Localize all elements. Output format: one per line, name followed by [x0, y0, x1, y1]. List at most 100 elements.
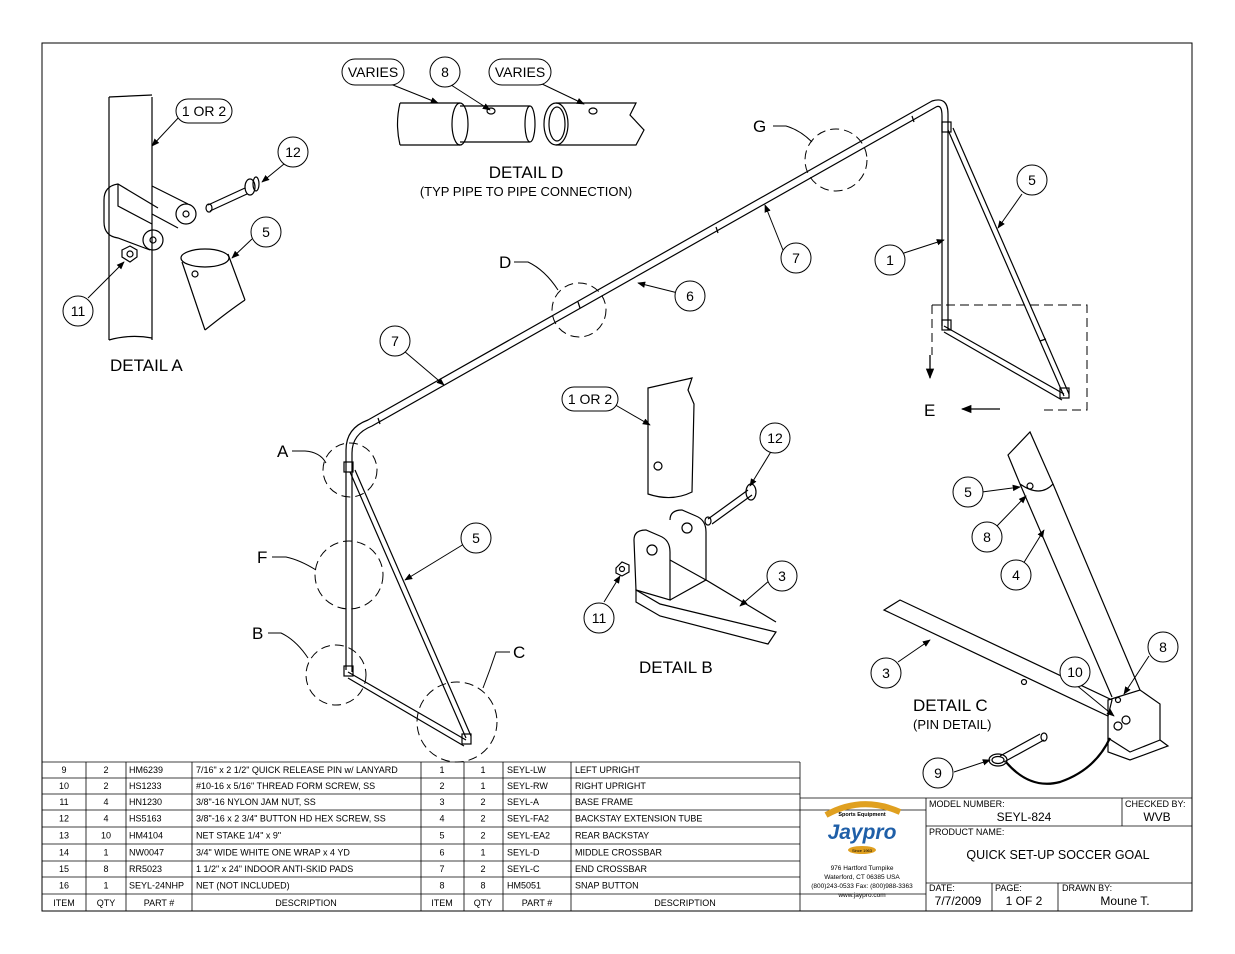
part-item-left: 10 — [59, 781, 69, 791]
part-qty-right: 2 — [480, 831, 485, 841]
part-description-right: RIGHT UPRIGHT — [575, 781, 646, 791]
view-letter-d: D — [499, 253, 511, 272]
part-item-right: 6 — [439, 848, 444, 858]
part-qty-right: 8 — [480, 881, 485, 891]
view-circle-f — [314, 540, 384, 610]
model-number-label: MODEL NUMBER: — [929, 799, 1005, 809]
view-box-e — [931, 304, 1088, 411]
callout-3-b: 3 — [778, 568, 786, 584]
detail-d-drawing — [396, 102, 645, 146]
part-item-left: 13 — [59, 831, 69, 841]
part-part-left: HM4104 — [129, 831, 163, 841]
callout-8-c: 8 — [983, 529, 991, 545]
checked-by-value: WVB — [1143, 810, 1170, 824]
product-name-label: PRODUCT NAME: — [929, 827, 1004, 837]
view-letter-c: C — [513, 643, 525, 662]
callout-1-or-2-a: 1 OR 2 — [182, 103, 227, 119]
part-qty-left: 4 — [103, 797, 108, 807]
right-base-frame — [943, 325, 1065, 395]
part-item-right: 3 — [439, 797, 444, 807]
detail-d-title: DETAIL D — [489, 163, 564, 182]
part-part-right: SEYL-FA2 — [507, 814, 549, 824]
part-part-left: NW0047 — [129, 848, 164, 858]
callout-12-a: 12 — [285, 144, 301, 160]
address-line-2: Waterford, CT 06385 USA — [824, 874, 900, 881]
part-item-right: 8 — [439, 881, 444, 891]
part-item-left: 15 — [59, 864, 69, 874]
part-part-left: HS1233 — [129, 781, 162, 791]
part-description-right: MIDDLE CROSSBAR — [575, 848, 663, 858]
detail-c-title: DETAIL C — [913, 696, 988, 715]
callout-6-main: 6 — [686, 288, 694, 304]
product-name-value: QUICK SET-UP SOCCER GOAL — [966, 848, 1149, 862]
detail-b-drawing — [615, 377, 777, 645]
part-part-left: HS5163 — [129, 814, 162, 824]
callout-leaders — [87, 82, 1150, 773]
callout-1-main: 1 — [886, 252, 894, 268]
part-description-left: 3/8"-16 x 2 3/4" BUTTON HD HEX SCREW, SS — [196, 814, 386, 824]
callout-11-a: 11 — [71, 303, 86, 319]
view-circle-d — [551, 282, 607, 338]
callout-varies-left: VARIES — [348, 64, 398, 80]
part-item-left: 16 — [59, 881, 69, 891]
left-base-frame — [347, 671, 467, 741]
view-letter-e: E — [924, 401, 935, 420]
part-description-left: #10-16 x 5/16" THREAD FORM SCREW, SS — [196, 781, 375, 791]
detail-c-subtitle: (PIN DETAIL) — [913, 717, 992, 732]
checked-by-label: CHECKED BY: — [1125, 799, 1186, 809]
logo-arc-text: Sports Equipment — [838, 812, 886, 818]
header-item-left: ITEM — [53, 898, 75, 908]
header-part-right: PART # — [522, 898, 553, 908]
right-backstay — [947, 129, 1065, 397]
part-description-left: 1 1/2" x 24" INDOOR ANTI-SKID PADS — [196, 864, 353, 874]
address-line-1: 976 Hartford Turnpike — [831, 865, 894, 872]
left-backstay — [349, 471, 467, 739]
callout-7-right: 7 — [792, 250, 800, 266]
part-item-left: 14 — [59, 848, 69, 858]
part-qty-left: 2 — [103, 765, 108, 775]
view-letter-g: G — [753, 117, 766, 136]
detail-d-subtitle: (TYP PIPE TO PIPE CONNECTION) — [420, 184, 632, 199]
part-part-right: SEYL-LW — [507, 765, 546, 775]
part-qty-right: 1 — [480, 848, 485, 858]
part-part-right: SEYL-A — [507, 797, 539, 807]
detail-c-drawing — [882, 430, 1170, 785]
header-part-left: PART # — [144, 898, 175, 908]
callout-5-c: 5 — [964, 484, 972, 500]
callout-varies-right: VARIES — [495, 64, 545, 80]
view-circle-c — [416, 681, 498, 763]
detail-b-title: DETAIL B — [639, 658, 713, 677]
drawn-by-value: Moune T. — [1100, 894, 1149, 908]
company-address: 976 Hartford Turnpike Waterford, CT 0638… — [811, 865, 913, 899]
detail-a-title: DETAIL A — [110, 356, 183, 375]
callout-12-b: 12 — [767, 430, 783, 446]
part-part-left: HM6239 — [129, 765, 163, 775]
detail-a-drawing — [103, 94, 260, 341]
part-qty-left: 2 — [103, 781, 108, 791]
part-qty-left: 1 — [103, 881, 108, 891]
view-letter-a: A — [277, 442, 289, 461]
part-part-right: SEYL-D — [507, 848, 540, 858]
part-description-left: 3/4" WIDE WHITE ONE WRAP x 4 YD — [196, 848, 350, 858]
part-qty-right: 1 — [480, 765, 485, 775]
part-qty-left: 10 — [101, 831, 111, 841]
part-item-right: 1 — [439, 765, 444, 775]
part-description-left: NET (NOT INCLUDED) — [196, 881, 290, 891]
goal-frame — [343, 99, 1070, 747]
part-description-right: SNAP BUTTON — [575, 881, 639, 891]
parts-list-grid — [42, 761, 1192, 911]
header-qty-left: QTY — [97, 898, 116, 908]
header-item-right: ITEM — [431, 898, 453, 908]
page-value: 1 OF 2 — [1006, 894, 1043, 908]
view-circle-a — [322, 442, 378, 498]
date-value: 7/7/2009 — [935, 894, 982, 908]
part-part-right: SEYL-EA2 — [507, 831, 550, 841]
part-description-right: END CROSSBAR — [575, 864, 648, 874]
callout-4-c: 4 — [1012, 567, 1020, 583]
part-part-left: RR5023 — [129, 864, 162, 874]
parts-list-headers: ITEM QTY PART # DESCRIPTION ITEM QTY PAR… — [53, 898, 716, 908]
part-part-right: HM5051 — [507, 881, 541, 891]
callout-5-right: 5 — [1028, 172, 1036, 188]
